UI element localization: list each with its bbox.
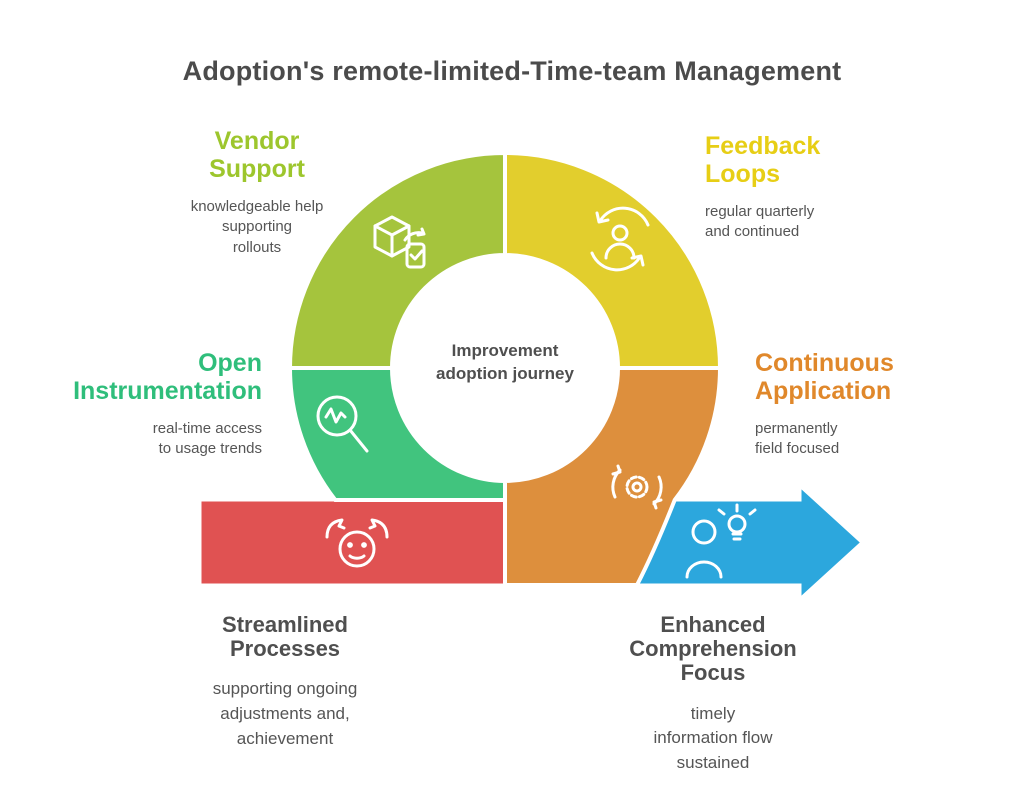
- bottom-left-block: Streamlined Processes supporting ongoing…: [185, 612, 385, 751]
- bottom-right-block: Enhanced Comprehension Focus timely info…: [613, 612, 813, 775]
- hands-face-icon: [325, 518, 389, 568]
- open-instrumentation-heading: Open Instrumentation: [62, 349, 262, 405]
- gear-sync-icon: [611, 464, 663, 510]
- ring-segment-teal: [287, 366, 507, 502]
- continuous-application-block: Continuous Application permanently field…: [755, 349, 955, 460]
- feedback-loops-body: regular quarterly and continued: [705, 203, 815, 241]
- bar-red: [198, 498, 507, 587]
- ring-segment-yellow: [503, 150, 723, 370]
- feedback-loops-heading: Feedback Loops: [705, 132, 905, 188]
- bottom-left-heading: Streamlined Processes: [222, 612, 348, 662]
- center-caption: Improvement adoption journey: [405, 340, 605, 386]
- bottom-right-heading: Enhanced Comprehension Focus: [629, 612, 797, 686]
- center-caption-line1: Improvement: [451, 341, 559, 360]
- feedback-loops-block: Feedback Loops regular quarterly and con…: [705, 132, 905, 243]
- bottom-right-body: timely information flow sustained: [653, 703, 773, 772]
- bottom-left-body: supporting ongoing adjustments and, achi…: [212, 679, 358, 748]
- continuous-heading-line2: Application: [755, 376, 892, 405]
- open-instrumentation-body: real-time access to usage trends: [152, 420, 262, 458]
- vendor-support-block: Vendor Support knowledgeable help suppor…: [157, 127, 357, 258]
- user-loop-icon: [590, 206, 650, 272]
- vendor-heading-line2: Support: [209, 154, 305, 183]
- continuous-heading-line1: Continuous: [755, 349, 894, 377]
- open-instrumentation-block: Open Instrumentation real-time access to…: [62, 349, 262, 460]
- page-title: Adoption's remote-limited-Time-team Mana…: [182, 56, 842, 86]
- vendor-heading-line1: Vendor: [214, 127, 300, 155]
- ring-segment-green: [287, 150, 507, 370]
- person-idea-icon: [685, 503, 757, 579]
- continuous-application-body: permanently field focused: [755, 420, 840, 458]
- magnifier-pulse-icon: [316, 395, 369, 453]
- open-heading-line1: Open: [198, 349, 262, 377]
- continuous-application-heading: Continuous Application: [755, 349, 955, 405]
- feedback-heading-line2: Loops: [705, 159, 780, 188]
- feedback-heading-line1: Feedback: [705, 132, 821, 160]
- vendor-support-body: knowledgeable help supporting rollouts: [190, 198, 324, 256]
- vendor-support-heading: Vendor Support: [157, 127, 357, 183]
- ring-segment-orange: [503, 366, 723, 587]
- package-sync-icon: [373, 215, 426, 269]
- center-caption-line2: adoption journey: [436, 363, 574, 383]
- open-heading-line2: Instrumentation: [73, 376, 262, 405]
